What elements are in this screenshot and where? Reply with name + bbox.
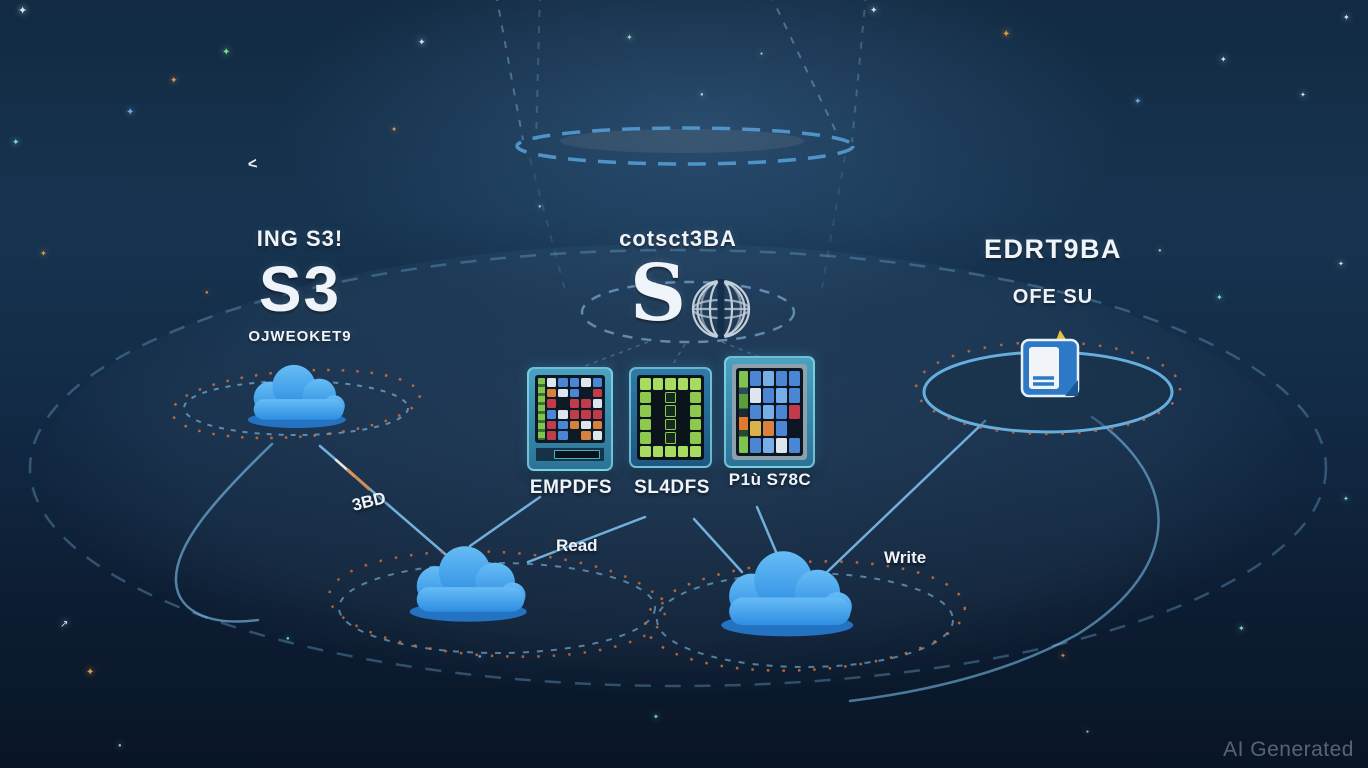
cloud-icon: [721, 551, 854, 637]
orange-dot-ring: [914, 340, 1182, 436]
device-label-3: P1ù S78C: [728, 470, 812, 489]
hub-big-letter: S: [629, 248, 687, 339]
globe-icon: [691, 279, 751, 339]
s3-big-label: S3: [258, 253, 342, 325]
cloud-orbit: [338, 562, 656, 654]
top-ring-ellipse: [515, 126, 855, 166]
hub-device-links: [584, 341, 763, 367]
device-display: [637, 375, 704, 460]
registry-title: EDRT9BA: [983, 234, 1122, 264]
book-icon: [1020, 330, 1080, 398]
connection-lines: [174, 415, 1160, 703]
status-strip: [538, 378, 545, 440]
device-slot: [554, 450, 600, 459]
hub-orbit-ellipse: [580, 280, 796, 344]
orange-dot-ring: [327, 550, 667, 658]
orange-dot-ring: [171, 368, 421, 440]
registry-subtitle: OFE SU: [1012, 286, 1094, 308]
device-label-2: SL4DFS: [634, 477, 710, 498]
device-label-1: EMPDFS: [529, 477, 613, 498]
outer-orbit-ellipse: [28, 248, 1328, 688]
device-screen-3: [724, 356, 815, 468]
status-strip: [739, 371, 748, 453]
top-ring-fill: [560, 129, 804, 153]
cloud-group-center: [327, 546, 667, 658]
cloud-group-left: [171, 364, 421, 440]
edge-label-write: Write: [884, 548, 927, 567]
comet-streak-orange: [346, 468, 371, 491]
s3-subtitle: OJWEOKET9: [248, 328, 352, 345]
orange-dot-ring: [643, 560, 967, 672]
edge-label-read: Read: [556, 536, 598, 555]
cloud-icon: [247, 364, 346, 429]
device-screen-2: [629, 367, 712, 468]
device-frame: [732, 364, 807, 460]
cloud-group-right: [643, 551, 967, 672]
device-base: [535, 447, 605, 462]
s3-group-title: ING S3!: [256, 226, 344, 251]
device-screen-1: [527, 367, 613, 471]
ai-generated-watermark: AI Generated: [1223, 738, 1354, 761]
app-grid: [750, 371, 800, 453]
device-display: [535, 375, 605, 443]
cloud-icon: [409, 546, 527, 622]
funnel-lines: [496, 0, 867, 291]
app-grid: [547, 378, 602, 440]
cloud-orbit: [183, 380, 409, 436]
device-display: [736, 368, 803, 456]
app-grid: [640, 378, 701, 457]
hub-title: cotsct3BA: [619, 226, 737, 251]
